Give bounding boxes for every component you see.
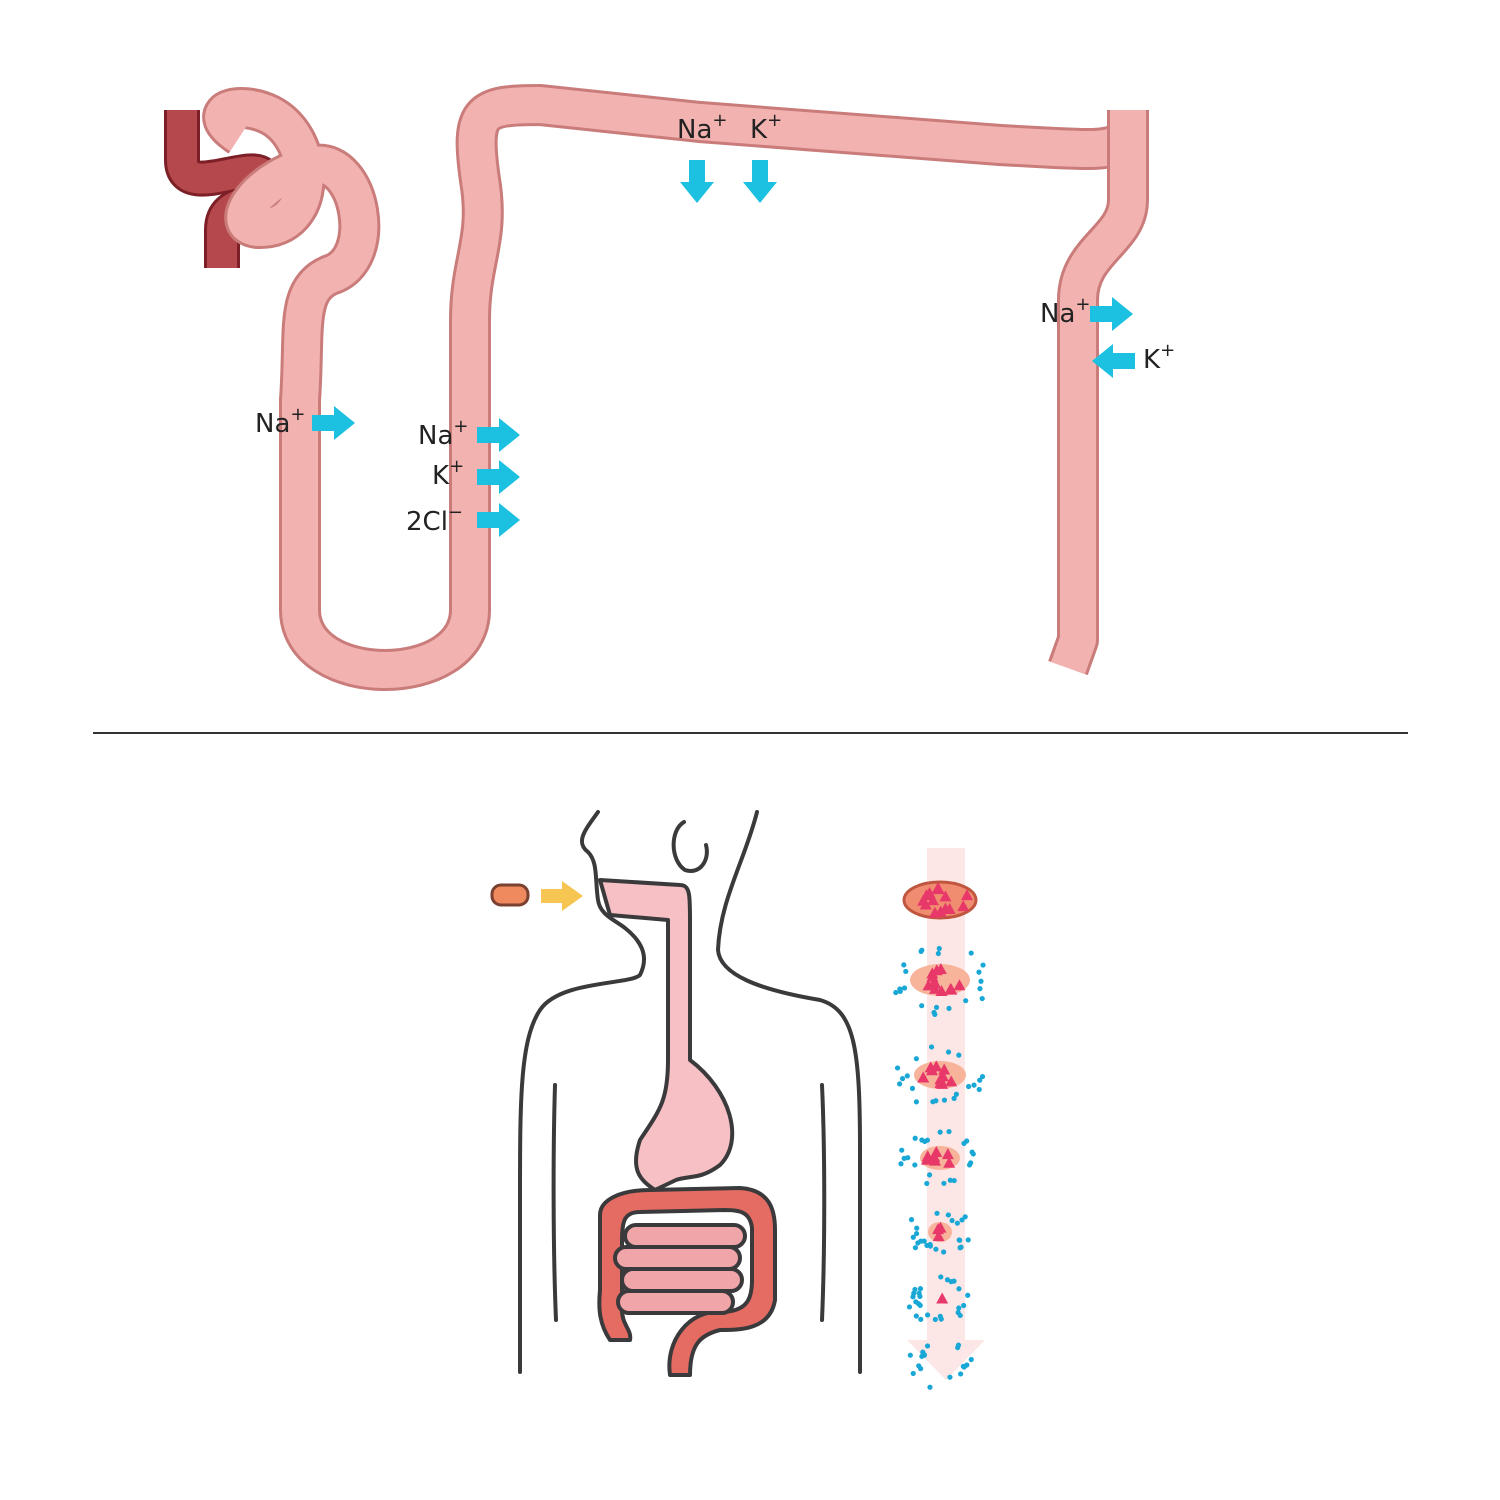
small-intestine: [613, 1223, 747, 1315]
distal-tubule-labels: Na+ K+: [677, 110, 782, 145]
svg-text:K+: K+: [1143, 340, 1175, 375]
svg-text:2Cl−: 2Cl−: [406, 502, 463, 537]
dissolution-arrow-icon: [907, 848, 985, 1380]
dissolution-stage: [893, 945, 986, 1017]
ingest-arrow-icon: [541, 881, 583, 911]
nephron: Na+ Na+ K+ 2Cl− Na+ K+ Na+ K+: [164, 84, 1175, 691]
thick-ascending-limb-labels: Na+ K+ 2Cl−: [406, 416, 468, 537]
distal-na-arrow-icon: [680, 160, 714, 203]
dissolution-stage: [907, 1342, 974, 1390]
svg-text:K+: K+: [432, 456, 464, 491]
dissolution-stage: [894, 1044, 986, 1105]
dissolution-stage: [902, 880, 978, 920]
distal-k-arrow-icon: [743, 160, 777, 203]
collecting-duct: [1051, 110, 1146, 675]
svg-text:K+: K+: [750, 110, 782, 145]
digestion-illustration: [490, 810, 986, 1390]
svg-text:Na+: Na+: [255, 404, 305, 439]
svg-text:Na+: Na+: [1040, 294, 1090, 329]
collecting-duct-labels: Na+ K+: [1040, 294, 1175, 375]
svg-text:Na+: Na+: [677, 110, 727, 145]
dissolution-stages: [893, 880, 986, 1390]
renal-tubule: [205, 87, 1146, 688]
dissolution-stage: [908, 1210, 971, 1255]
esophagus: [598, 878, 735, 1192]
dissolution-stage: [906, 1274, 971, 1323]
dissolution-track: [893, 848, 986, 1390]
body-outline: [518, 810, 862, 1374]
proximal-na-label: Na+: [255, 404, 305, 439]
digestive-tract: [597, 878, 777, 1377]
dissolution-stage: [898, 1128, 976, 1187]
pill-icon: [490, 883, 530, 907]
svg-text:Na+: Na+: [418, 416, 468, 451]
